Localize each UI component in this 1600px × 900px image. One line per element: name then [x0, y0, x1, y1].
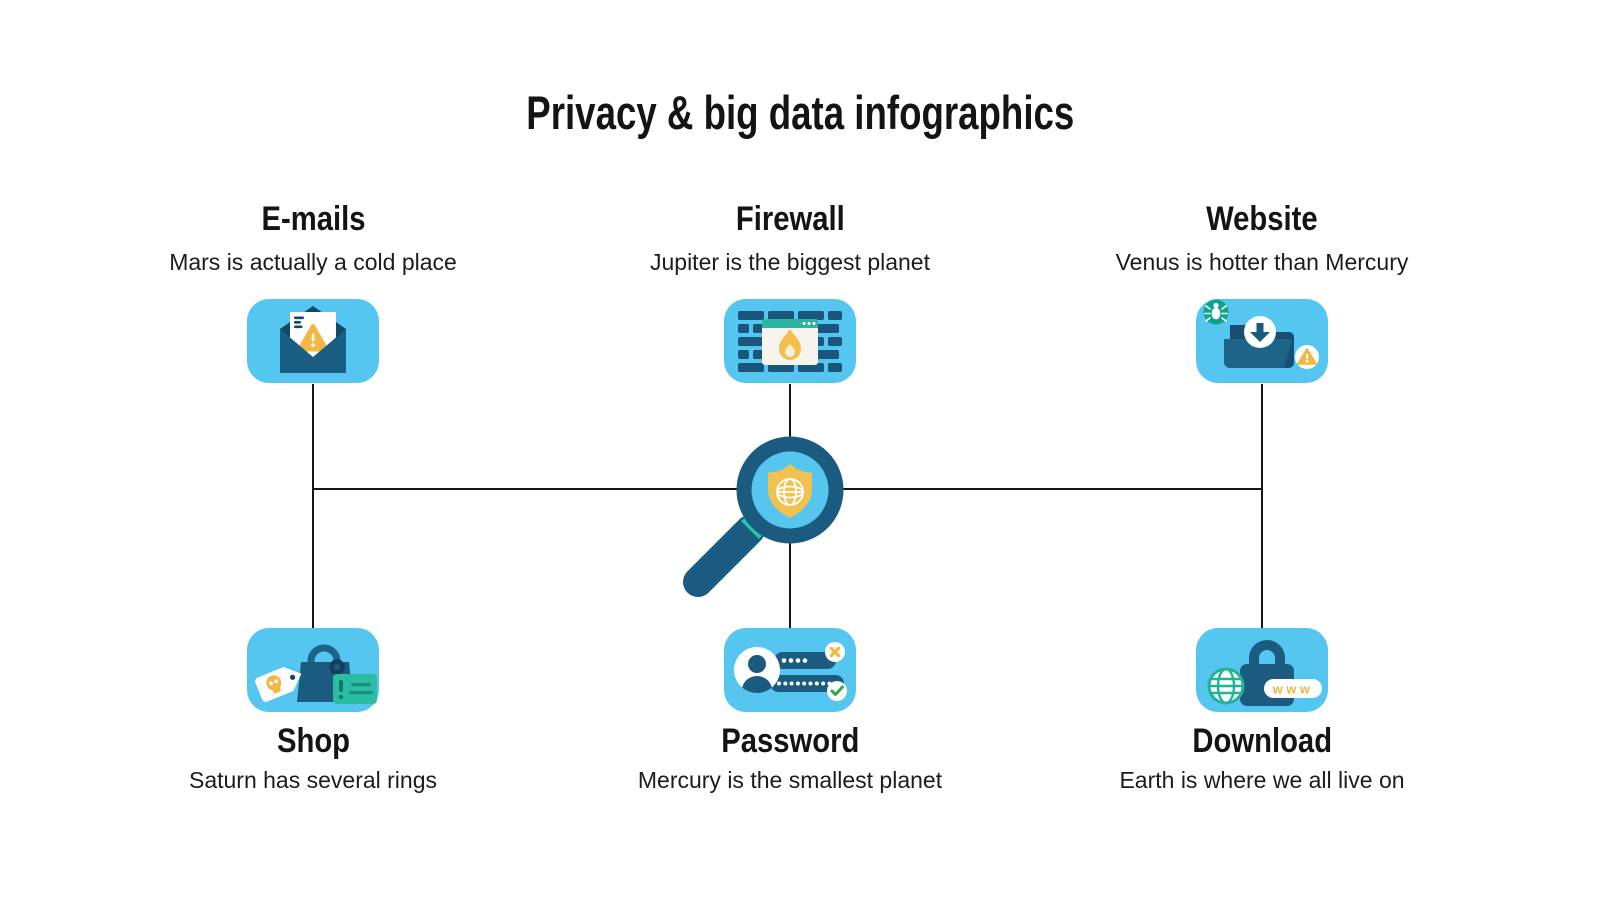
connector-line-vertical-right	[1261, 384, 1263, 629]
www-pill: www	[1264, 679, 1322, 698]
node-download: www Download Earth is where we all live …	[1032, 628, 1492, 795]
node-website-title: Website	[1206, 200, 1318, 238]
node-shop: Shop Saturn has several rings	[83, 628, 543, 795]
password-dots	[777, 658, 838, 686]
node-firewall: Firewall Jupiter is the biggest planet	[560, 200, 1020, 383]
node-password-description: Mercury is the smallest planet	[637, 767, 943, 794]
bag-handle	[307, 644, 341, 670]
node-download-description: Earth is where we all live on	[1119, 767, 1405, 794]
node-website: Website Venus is hotter than Mercury	[1032, 200, 1492, 383]
shopping-bag-icon	[247, 628, 379, 712]
node-shop-title: Shop	[276, 722, 350, 760]
price-tag-skull-icon	[255, 666, 302, 702]
node-emails: E-mails Mars is actually a cold place	[83, 200, 543, 383]
node-download-title: Download	[1192, 722, 1332, 760]
x-badge-icon	[825, 642, 845, 662]
download-arrow-icon	[1244, 315, 1276, 348]
alert-badge-icon	[1295, 344, 1319, 369]
connector-line-vertical-left	[312, 384, 314, 629]
check-badge-icon	[827, 681, 847, 701]
node-firewall-title: Firewall	[735, 200, 845, 238]
node-emails-title: E-mails	[260, 200, 366, 238]
shield-globe-icon	[776, 478, 804, 506]
folder-download-icon	[1196, 298, 1328, 383]
credit-card-icon	[333, 674, 377, 704]
magnifier-handle	[683, 515, 765, 597]
skull-icon	[266, 675, 282, 694]
email-warning-icon	[247, 298, 379, 383]
lock-www-icon: www	[1196, 628, 1328, 712]
bug-icon	[1203, 299, 1229, 325]
open-envelope-icon	[280, 305, 346, 373]
user-avatar-icon	[734, 647, 780, 693]
node-password-title: Password	[720, 722, 860, 760]
magnifier-shield-icon	[683, 436, 844, 597]
node-firewall-description: Jupiter is the biggest planet	[649, 249, 930, 276]
shield-icon	[768, 464, 812, 518]
password-icon	[724, 628, 856, 712]
node-website-description: Venus is hotter than Mercury	[1115, 249, 1409, 276]
flame-icon	[779, 328, 801, 360]
node-emails-description: Mars is actually a cold place	[169, 249, 457, 276]
firewall-icon	[724, 298, 856, 383]
www-label: www	[1272, 682, 1314, 697]
warning-triangle-icon	[297, 323, 329, 352]
globe-icon	[1207, 667, 1245, 705]
page-title: Privacy & big data infographics	[525, 86, 1074, 139]
node-shop-description: Saturn has several rings	[188, 767, 437, 794]
node-password: Password Mercury is the smallest planet	[560, 628, 1020, 795]
